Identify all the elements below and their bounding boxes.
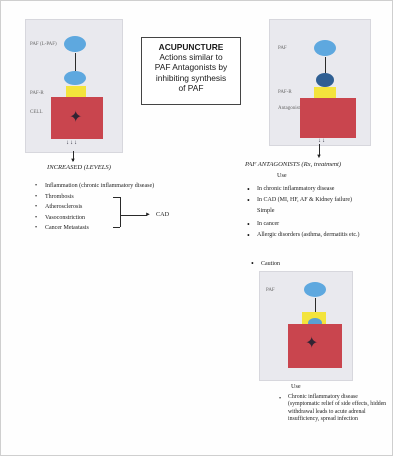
paf-molecule [304, 282, 326, 297]
cad-bracket-top [113, 197, 120, 198]
target-cell [288, 324, 342, 368]
paf-receptor [314, 87, 336, 99]
list-continuation: Simple [257, 207, 275, 214]
bottom-heading: Use [291, 383, 301, 390]
list-item: In CAD (MI, HF, AF & Kidney failure) [247, 195, 352, 206]
receptor-label: PAF-R [30, 91, 44, 96]
receptor-panel-bottom: PAF ✦ [259, 271, 353, 381]
list-item: Inflammation (chronic inflammatory disea… [35, 181, 154, 192]
paf-molecule [64, 36, 86, 52]
antagonist-molecule [316, 73, 334, 87]
bubble-label: PAF [278, 46, 287, 51]
receptor-label: PAF-R [278, 90, 292, 95]
blocked-molecule [308, 318, 322, 328]
title-line-5: of PAF [178, 82, 204, 93]
connector-line [75, 53, 76, 71]
right-branch-line [319, 144, 320, 156]
connector-line [325, 57, 326, 73]
antagonist-uses-list-cont: In cancer Allergic disorders (asthma, de… [247, 219, 360, 241]
signal-star-icon: ✦ [69, 109, 83, 126]
list-item: Vasoconstriction [35, 213, 154, 224]
cad-bracket-bottom [113, 227, 120, 228]
paf-receptor [66, 86, 86, 98]
connector-line [315, 298, 316, 312]
target-cell [51, 97, 103, 139]
caution-label: Caution [251, 259, 280, 270]
paf-molecule-bound [64, 71, 86, 85]
cad-arrow-line [121, 215, 147, 216]
response-arrows: ↓↓ [318, 138, 326, 144]
cell-label: Antagonist [278, 106, 300, 111]
caution-item: Caution [251, 259, 280, 270]
paf-molecule [314, 40, 336, 56]
title-line-4: inhibiting synthesis [155, 72, 227, 83]
signal-star-icon: ✦ [305, 335, 319, 352]
left-branch-line [73, 151, 74, 161]
list-item: Cancer Metastasis [35, 223, 154, 234]
title-line-2: Actions similar to [159, 52, 223, 63]
right-heading: PAF ANTAGONISTS (Rx, treatment) [245, 161, 342, 168]
antagonist-uses-list: In chronic inflammatory disease In CAD (… [247, 184, 352, 206]
cell-label: CELL [30, 110, 43, 115]
left-heading: INCREASED (LEVELS) [47, 164, 111, 171]
bubble-label: PAF [266, 288, 275, 293]
arrow-right-icon: ► [145, 212, 151, 218]
list-item: Atherosclerosis [35, 202, 154, 213]
list-item: Thrombosis [35, 192, 154, 203]
paf-antagonist-panel: PAF PAF-R Antagonist ↓↓ [269, 19, 371, 146]
bullet-icon: • [279, 396, 282, 402]
arrow-down-icon: ▼ [70, 158, 76, 164]
arrow-down-icon: ▼ [316, 154, 322, 160]
response-arrows: ↓↓↓ [66, 140, 78, 146]
cad-bracket [120, 197, 121, 227]
right-subheading: Use [277, 172, 287, 179]
list-item: In chronic inflammatory disease [247, 184, 352, 195]
effects-list: Inflammation (chronic inflammatory disea… [35, 181, 154, 234]
list-item: In cancer [247, 219, 360, 230]
title-line-1: ACUPUNCTURE [158, 42, 224, 52]
cad-label: CAD [156, 211, 170, 218]
paf-mechanism-panel: PAF (L-PAF) PAF-R CELL ✦ ↓↓↓ [25, 19, 123, 153]
acupuncture-title-box: ACUPUNCTURE Actions similar to PAF Antag… [141, 37, 241, 105]
bubble-label: PAF (L-PAF) [30, 42, 57, 47]
target-cell [300, 98, 356, 138]
list-item: Allergic disorders (asthma, dermatitis e… [247, 230, 360, 241]
title-line-3: PAF Antagonists by [154, 62, 228, 73]
bottom-use-text: Chronic inflammatory disease (symptomati… [288, 394, 387, 423]
